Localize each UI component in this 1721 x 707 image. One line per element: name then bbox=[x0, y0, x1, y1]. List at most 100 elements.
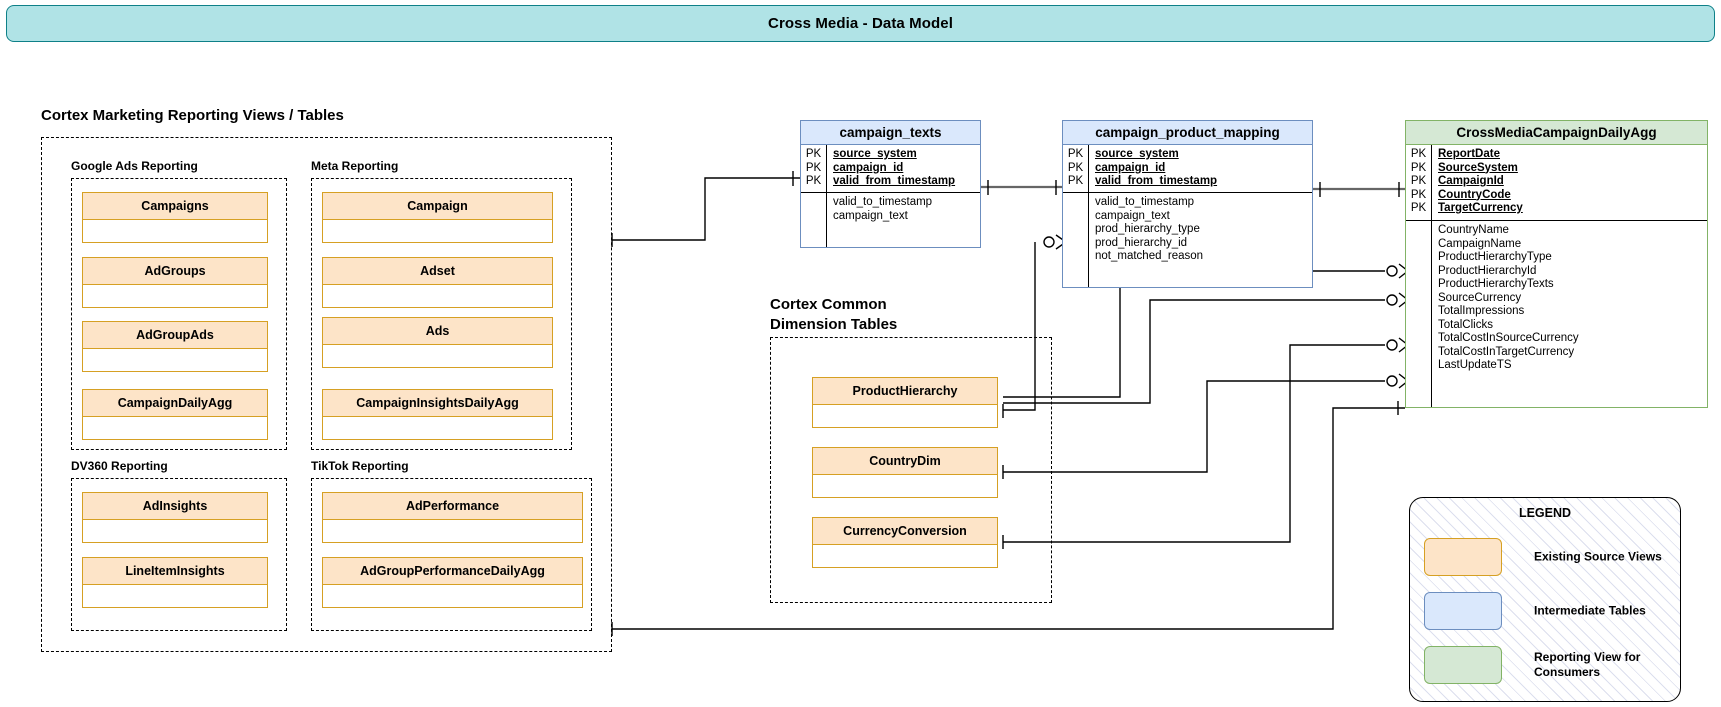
pk-key-column: PK PK PK PK PK bbox=[1406, 145, 1432, 220]
entity-body bbox=[323, 520, 582, 544]
reporting-group-title: Cortex Marketing Reporting Views / Table… bbox=[41, 107, 344, 124]
field: ProductHierarchyType bbox=[1438, 251, 1552, 263]
field: CampaignName bbox=[1438, 237, 1522, 250]
legend-swatch-orange bbox=[1424, 538, 1502, 576]
entity-body bbox=[323, 585, 582, 609]
entity-header: AdInsights bbox=[83, 493, 267, 520]
key-label: PK bbox=[1410, 188, 1427, 201]
entity-currencyconversion[interactable]: CurrencyConversion bbox=[812, 517, 998, 568]
field: LastUpdateTS bbox=[1438, 359, 1512, 371]
entity-body bbox=[83, 349, 267, 373]
dimension-group-box bbox=[770, 337, 1052, 603]
legend-item-reporting-view: Reporting View for Consumers bbox=[1424, 646, 1670, 684]
key-label: PK bbox=[1410, 148, 1427, 160]
field: campaign_text bbox=[1095, 209, 1170, 222]
field: prod_hierarchy_id bbox=[1095, 236, 1188, 249]
entity-header: CurrencyConversion bbox=[813, 518, 997, 545]
pk-field: TargetCurrency bbox=[1438, 202, 1523, 214]
entity-adset[interactable]: Adset bbox=[322, 257, 553, 308]
key-label: PK bbox=[805, 161, 822, 174]
field: TotalCostInTargetCurrency bbox=[1438, 345, 1575, 358]
subgroup-label-tiktok: TikTok Reporting bbox=[311, 459, 409, 473]
attr-key-column bbox=[801, 193, 827, 247]
subgroup-box-google-ads bbox=[71, 178, 287, 450]
table-campaign-texts[interactable]: campaign_texts PK PK PK source_system ca… bbox=[800, 120, 981, 248]
legend-swatch-green bbox=[1424, 646, 1502, 684]
entity-lineiteminsights[interactable]: LineItemInsights bbox=[82, 557, 268, 608]
key-label: PK bbox=[805, 148, 822, 160]
key-label: PK bbox=[1067, 161, 1084, 174]
entity-header: AdGroups bbox=[83, 258, 267, 285]
key-label: PK bbox=[1410, 161, 1427, 174]
attr-field-column: valid_to_timestamp campaign_text bbox=[827, 193, 980, 247]
entity-meta-campaign[interactable]: Campaign bbox=[322, 192, 553, 243]
entity-body bbox=[813, 475, 997, 499]
pk-field: source_system bbox=[833, 148, 917, 160]
entity-header: AdGroupPerformanceDailyAgg bbox=[323, 558, 582, 585]
field: TotalClicks bbox=[1438, 318, 1493, 331]
pk-key-column: PK PK PK bbox=[1063, 145, 1089, 192]
entity-campaigns[interactable]: Campaigns bbox=[82, 192, 268, 243]
entity-countrydim[interactable]: CountryDim bbox=[812, 447, 998, 498]
reporting-group-box bbox=[41, 137, 612, 652]
pk-field: CountryCode bbox=[1438, 188, 1511, 201]
legend-item-intermediate-tables: Intermediate Tables bbox=[1424, 592, 1670, 630]
diagram-title: Cross Media - Data Model bbox=[768, 15, 953, 32]
pk-field: campaign_id bbox=[1095, 161, 1166, 174]
entity-producthierarchy[interactable]: ProductHierarchy bbox=[812, 377, 998, 428]
key-label: PK bbox=[1067, 175, 1084, 187]
table-caption: campaign_texts bbox=[801, 121, 980, 145]
entity-header: AdGroupAds bbox=[83, 322, 267, 349]
pk-field: campaign_id bbox=[833, 161, 904, 174]
entity-campaigninsightsdailyagg[interactable]: CampaignInsightsDailyAgg bbox=[322, 389, 553, 440]
entity-body bbox=[83, 417, 267, 441]
subgroup-label-meta: Meta Reporting bbox=[311, 159, 399, 173]
table-campaign-product-mapping[interactable]: campaign_product_mapping PK PK PK source… bbox=[1062, 120, 1313, 288]
table-crossmediacampaigndailyagg[interactable]: CrossMediaCampaignDailyAgg PK PK PK PK P… bbox=[1405, 120, 1708, 408]
entity-body bbox=[83, 585, 267, 609]
entity-adgroupads[interactable]: AdGroupAds bbox=[82, 321, 268, 372]
attr-key-column bbox=[1406, 221, 1432, 407]
subgroup-box-meta bbox=[311, 178, 572, 450]
pk-field-column: source_system campaign_id valid_from_tim… bbox=[1089, 145, 1312, 192]
key-label: PK bbox=[1067, 148, 1084, 160]
pk-field-column: ReportDate SourceSystem CampaignId Count… bbox=[1432, 145, 1707, 220]
entity-adinsights[interactable]: AdInsights bbox=[82, 492, 268, 543]
legend-item-existing-source-views: Existing Source Views bbox=[1424, 538, 1670, 576]
field: TotalCostInSourceCurrency bbox=[1438, 332, 1579, 344]
pk-field: CampaignId bbox=[1438, 175, 1504, 187]
legend-swatch-blue bbox=[1424, 592, 1502, 630]
key-label: PK bbox=[1410, 202, 1427, 214]
field: campaign_text bbox=[833, 209, 908, 222]
entity-ads[interactable]: Ads bbox=[322, 317, 553, 368]
attr-field-column: valid_to_timestamp campaign_text prod_hi… bbox=[1089, 193, 1312, 287]
entity-header: ProductHierarchy bbox=[813, 378, 997, 405]
entity-adgroupperformancedailyagg[interactable]: AdGroupPerformanceDailyAgg bbox=[322, 557, 583, 608]
entity-body bbox=[813, 545, 997, 569]
field: valid_to_timestamp bbox=[1095, 196, 1195, 208]
entity-header: Adset bbox=[323, 258, 552, 285]
entity-body bbox=[323, 417, 552, 441]
pk-field: source_system bbox=[1095, 148, 1179, 160]
table-caption: CrossMediaCampaignDailyAgg bbox=[1406, 121, 1707, 145]
pk-field: SourceSystem bbox=[1438, 161, 1518, 174]
entity-header: Ads bbox=[323, 318, 552, 345]
entity-adperformance[interactable]: AdPerformance bbox=[322, 492, 583, 543]
field: CountryName bbox=[1438, 224, 1509, 236]
entity-body bbox=[323, 345, 552, 369]
field: not_matched_reason bbox=[1095, 250, 1204, 262]
legend-label: Existing Source Views bbox=[1534, 549, 1662, 564]
entity-body bbox=[323, 220, 552, 244]
entity-header: CampaignDailyAgg bbox=[83, 390, 267, 417]
legend-title: LEGEND bbox=[1518, 506, 1572, 520]
entity-header: AdPerformance bbox=[323, 493, 582, 520]
pk-key-column: PK PK PK bbox=[801, 145, 827, 192]
pk-field-column: source_system campaign_id valid_from_tim… bbox=[827, 145, 980, 192]
field: TotalImpressions bbox=[1438, 305, 1525, 317]
entity-adgroups[interactable]: AdGroups bbox=[82, 257, 268, 308]
subgroup-box-tiktok bbox=[311, 478, 592, 631]
entity-header: CampaignInsightsDailyAgg bbox=[323, 390, 552, 417]
entity-body bbox=[323, 285, 552, 309]
entity-campaigndailyagg[interactable]: CampaignDailyAgg bbox=[82, 389, 268, 440]
